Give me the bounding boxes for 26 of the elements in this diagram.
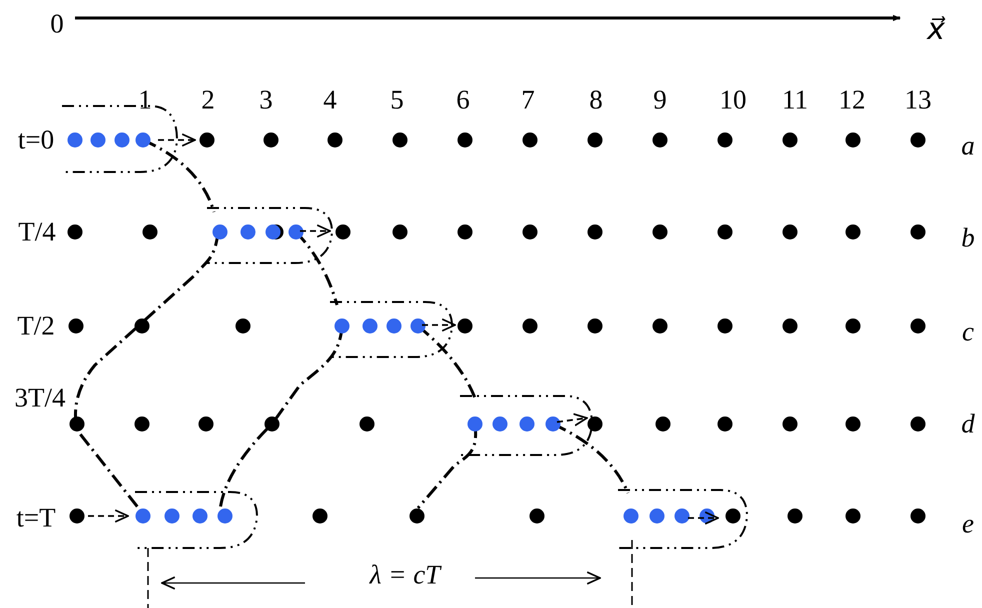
row-letter: a [961,132,975,160]
position-number: 4 [323,86,337,114]
time-label: t=T [16,504,56,532]
position-number: 3 [259,86,273,114]
axis-origin-label: 0 [50,10,64,38]
position-number: 9 [653,86,667,114]
position-number: 12 [838,86,866,114]
position-number: 6 [456,86,470,114]
position-number: 1 [138,86,152,114]
position-number: 7 [521,86,535,114]
position-number: 10 [720,86,746,114]
position-number: 11 [782,86,808,114]
position-number: 2 [201,86,215,114]
row-letter: e [962,510,974,538]
wavelength-label: λ = cT [370,562,440,588]
row-letter: d [961,410,975,438]
position-number: 13 [904,86,932,114]
position-number: 5 [390,86,404,114]
time-label: T/2 [17,312,55,340]
time-label: t=0 [18,126,54,154]
position-number: 8 [589,86,603,114]
axis-label: x⃗ [927,15,945,45]
row-letter: c [962,318,974,346]
time-label: 3T/4 [14,384,66,412]
time-label: T/4 [18,218,56,246]
row-letter: b [961,224,975,252]
